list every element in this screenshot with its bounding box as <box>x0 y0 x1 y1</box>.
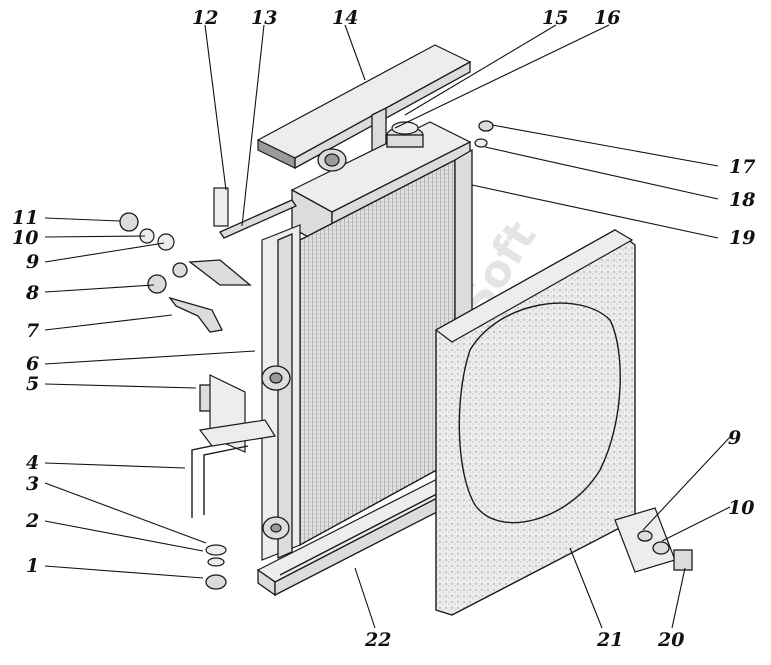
callout-13: 13 <box>251 7 277 29</box>
callout-5: 5 <box>26 373 39 395</box>
fastener-stack-lower-right <box>614 507 693 573</box>
inlet-pipe <box>317 148 347 172</box>
callout-2: 2 <box>25 510 39 532</box>
callout-18: 18 <box>729 189 755 211</box>
callout-20: 20 <box>657 629 684 651</box>
callout-labels: 1 2 3 4 5 6 7 8 9 10 11 12 13 14 15 16 1… <box>12 7 755 651</box>
fastener-stack-left <box>119 212 188 294</box>
callout-21: 21 <box>596 629 623 651</box>
fan-shroud <box>434 229 636 616</box>
fastener-stack-upper-right <box>474 120 494 148</box>
callout-14: 14 <box>332 7 358 29</box>
callout-9-right: 9 <box>728 427 741 449</box>
callout-8: 8 <box>25 282 39 304</box>
callout-9: 9 <box>26 251 39 273</box>
callout-6: 6 <box>26 353 39 375</box>
fastener-stack-lower <box>205 544 227 590</box>
callout-19: 19 <box>729 227 755 249</box>
callout-12: 12 <box>192 7 218 29</box>
callout-16: 16 <box>594 7 620 29</box>
callout-1: 1 <box>26 555 39 577</box>
callout-11: 11 <box>12 207 38 229</box>
radiator-side-post <box>261 224 301 561</box>
callout-3: 3 <box>26 473 39 495</box>
cotter-pin <box>213 187 229 227</box>
tie-rod <box>219 199 297 239</box>
callout-15: 15 <box>542 7 568 29</box>
callout-10-right: 10 <box>728 497 754 519</box>
callout-22: 22 <box>364 629 391 651</box>
callout-17: 17 <box>729 156 755 178</box>
callout-10: 10 <box>12 227 38 249</box>
lever-bracket <box>168 259 252 333</box>
bottom-mounting-rail <box>256 469 474 597</box>
lower-bracket <box>191 419 276 518</box>
callout-7: 7 <box>26 320 39 342</box>
filler-cap <box>386 121 424 148</box>
callout-4: 4 <box>26 452 39 474</box>
leader-lines <box>44 24 731 629</box>
